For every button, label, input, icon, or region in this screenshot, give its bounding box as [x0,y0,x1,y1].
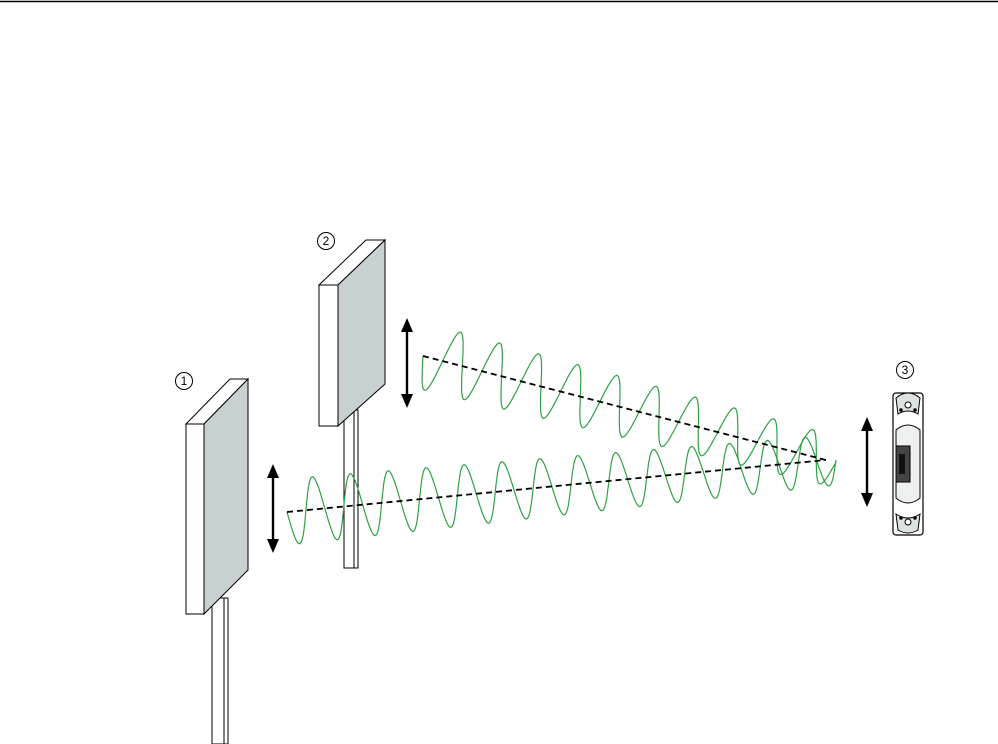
panel-1-pole [212,598,228,744]
wave-from-panel-2 [422,332,836,484]
callout-2-label: 2 [323,234,330,248]
callout-3-label: 3 [902,363,909,377]
wave-from-panel-1 [287,437,836,543]
callout-1: 1 [176,373,193,390]
receiver-device [893,393,923,535]
double-arrow-icon [401,318,413,408]
double-arrow-icon [861,417,873,507]
panel-1-front [186,424,204,614]
beam-line-1 [287,460,826,512]
double-arrow-icon [267,464,279,553]
transmitter-panel-2 [319,240,385,568]
callout-1-label: 1 [181,374,188,388]
transmitter-panel-1 [186,379,248,744]
callout-3: 3 [897,362,914,379]
callout-2: 2 [318,233,335,250]
beam-line-2 [423,356,826,460]
panel-2-front [319,285,338,426]
